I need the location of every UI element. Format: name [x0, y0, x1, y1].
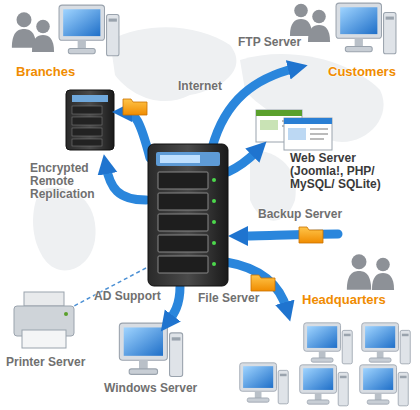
customer-users [290, 3, 396, 54]
group-heading: Branches [16, 64, 75, 79]
windows-server-pc [119, 323, 182, 376]
server-label: Windows Server [104, 382, 197, 395]
data-folders [123, 99, 323, 291]
server-label: Backup Server [258, 208, 342, 221]
server-label: Printer Server [6, 356, 85, 369]
central-nas [148, 144, 228, 286]
server-label: Web Server (Joomla!, PHP/ MySQL/ SQLite) [290, 152, 400, 191]
service-label: AD Support [94, 290, 161, 303]
server-label: File Server [198, 292, 259, 305]
printer [14, 292, 74, 348]
group-heading: Customers [328, 64, 396, 79]
branch-users [12, 5, 119, 56]
flow-label: Encrypted Remote Replication [30, 162, 102, 201]
server-label: FTP Server [238, 36, 301, 49]
flow-arrows [106, 68, 338, 322]
web-pages [256, 110, 332, 150]
network-label: Internet [178, 80, 222, 93]
group-heading: Headquarters [302, 292, 386, 307]
branch-nas [66, 90, 114, 150]
